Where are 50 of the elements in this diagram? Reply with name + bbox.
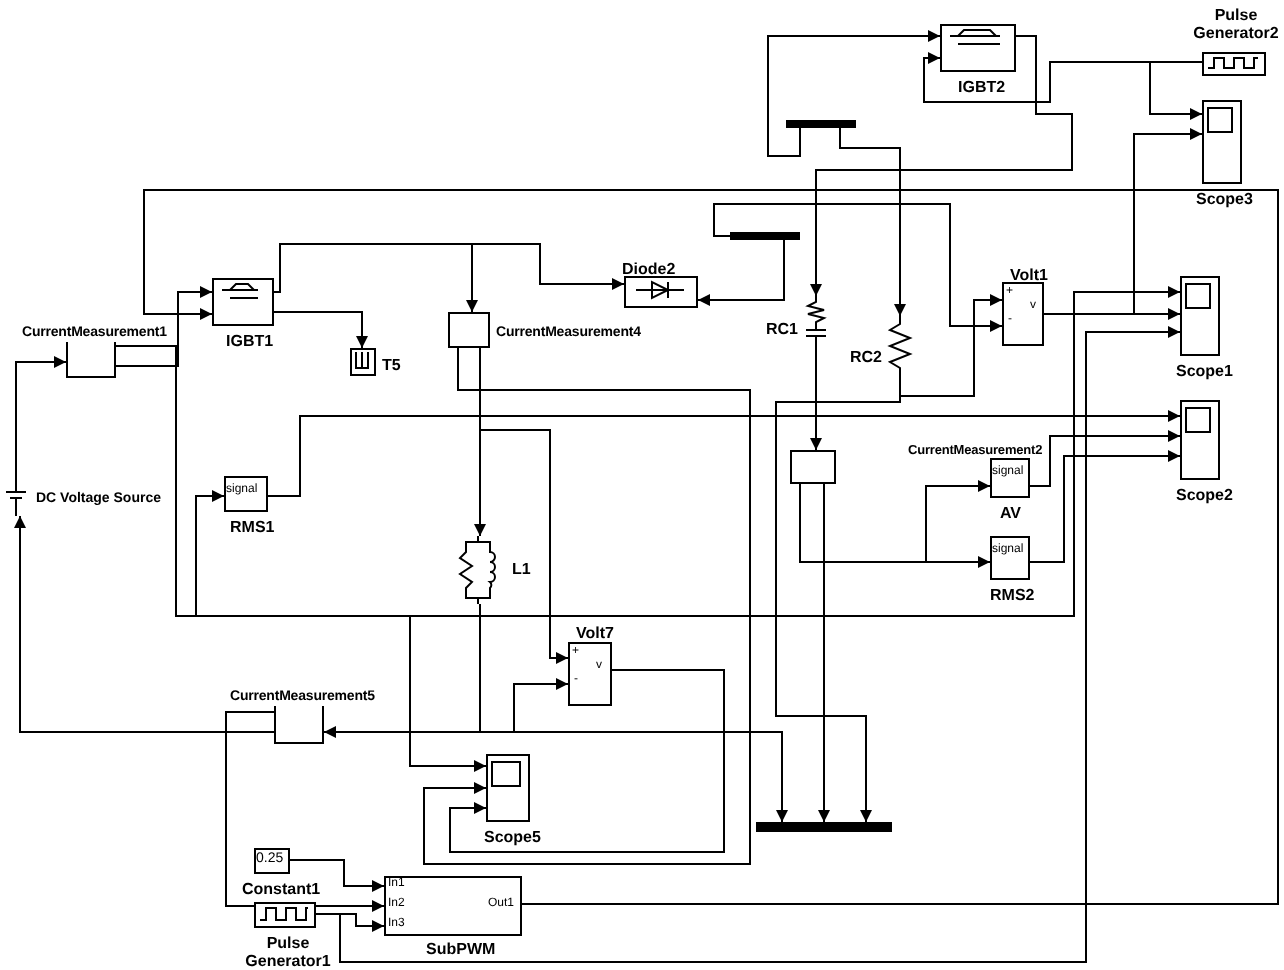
signal-line bbox=[115, 286, 213, 367]
signal-line bbox=[267, 410, 1181, 497]
block-name: Scope5 bbox=[484, 828, 541, 846]
block-name: L1 bbox=[512, 560, 531, 578]
signal-line bbox=[775, 375, 901, 823]
signal-line bbox=[1029, 430, 1181, 487]
signal-line bbox=[143, 189, 1279, 905]
block-name: Pulse Generator2 bbox=[1191, 6, 1281, 42]
block-name: RC1 bbox=[766, 320, 799, 338]
block-name: RMS1 bbox=[230, 518, 275, 536]
signal-line bbox=[810, 351, 822, 451]
bus-bar bbox=[730, 232, 800, 240]
signal-line bbox=[839, 127, 906, 317]
signal-line bbox=[1029, 450, 1181, 563]
signal-line bbox=[423, 347, 751, 865]
signal-line bbox=[697, 239, 785, 306]
signal-line bbox=[767, 30, 941, 157]
block-name: IGBT1 bbox=[226, 332, 274, 350]
block-name: T5 bbox=[382, 356, 401, 374]
block-name: RMS2 bbox=[990, 586, 1035, 604]
signal-line bbox=[14, 515, 275, 733]
bus-bar bbox=[756, 822, 892, 832]
signal-line bbox=[810, 35, 1073, 297]
block-name: Constant1 bbox=[242, 880, 321, 898]
signal-line bbox=[479, 603, 788, 823]
block-name: Scope1 bbox=[1176, 362, 1233, 380]
signal-line bbox=[273, 243, 625, 293]
signal-line bbox=[713, 203, 1003, 332]
block-name: Volt7 bbox=[576, 624, 614, 642]
block-name: Volt1 bbox=[1010, 266, 1048, 284]
signal-line bbox=[225, 711, 385, 912]
signal-line bbox=[1043, 128, 1203, 315]
signal-line bbox=[273, 311, 368, 349]
signal-line bbox=[899, 294, 1003, 397]
signal-line bbox=[449, 669, 725, 853]
signal-line bbox=[479, 347, 569, 664]
block-name: AV bbox=[1000, 504, 1022, 522]
block-name: Scope2 bbox=[1176, 486, 1233, 504]
block-name: RC2 bbox=[850, 348, 883, 366]
block-name: Scope3 bbox=[1196, 190, 1253, 208]
signal-line bbox=[289, 859, 385, 892]
block-name: SubPWM bbox=[426, 940, 496, 958]
block-name: Pulse Generator1 bbox=[243, 934, 333, 970]
signal-line bbox=[15, 356, 67, 477]
signal-line bbox=[818, 483, 830, 823]
signal-line bbox=[315, 913, 385, 932]
bus-bar bbox=[786, 120, 856, 128]
block-name: Diode2 bbox=[622, 260, 676, 278]
block-name: IGBT2 bbox=[958, 78, 1006, 96]
signal-line bbox=[1149, 61, 1203, 120]
